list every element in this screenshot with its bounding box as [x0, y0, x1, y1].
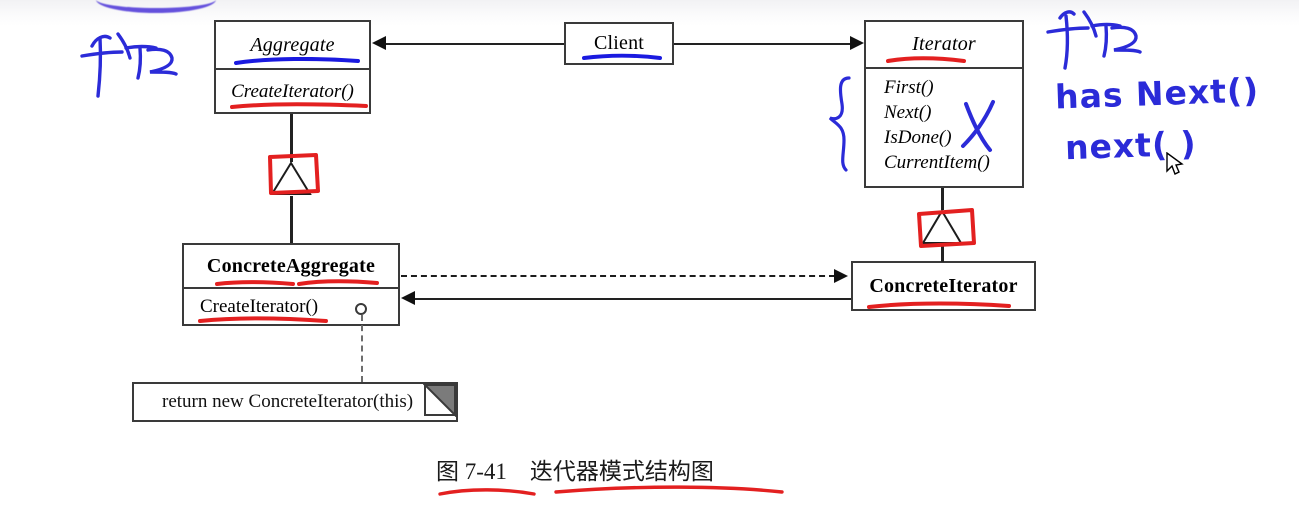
- class-header-concrete-iterator: ConcreteIterator: [853, 263, 1034, 309]
- class-box-iterator[interactable]: Iterator First() Next() IsDone() Current…: [864, 20, 1024, 188]
- class-header-aggregate: Aggregate: [216, 22, 369, 68]
- class-name-client: Client: [593, 32, 645, 54]
- note-text: return new ConcreteIterator(this): [162, 391, 414, 412]
- class-header-concrete-aggregate: ConcreteAggregate: [184, 245, 398, 287]
- operation-create-iterator-abstract: CreateIterator(): [231, 80, 354, 102]
- note-anchor-circle: [355, 303, 367, 315]
- class-name-aggregate: Aggregate: [250, 33, 335, 56]
- generalization-triangle-aggregate: [270, 161, 312, 195]
- blue-underline-aggregate: [234, 57, 360, 65]
- connector-client-aggregate: [386, 43, 564, 45]
- red-underline-iterator: [886, 56, 966, 63]
- connector-generalization-iterator-upper: [941, 188, 944, 210]
- connector-generalization-aggregate-upper: [290, 114, 293, 162]
- mouse-cursor: [1166, 152, 1184, 175]
- class-name-concrete-aggregate: ConcreteAggregate: [206, 254, 376, 277]
- operation-isdone: IsDone(): [884, 127, 952, 148]
- red-underline-concrete-aggregate: [215, 279, 379, 286]
- operation-first: First(): [884, 77, 934, 98]
- arrowhead-to-iterator: [850, 36, 864, 50]
- figure-caption: 图 7-41 迭代器模式结构图: [436, 459, 714, 484]
- red-underline-concrete-aggregate-op: [198, 316, 328, 323]
- class-ops-aggregate: CreateIterator(): [216, 68, 369, 112]
- arrowhead-association-back: [401, 291, 415, 305]
- class-name-concrete-iterator: ConcreteIterator: [869, 274, 1018, 297]
- connector-dependency-creates: [401, 275, 835, 277]
- connector-client-iterator: [674, 43, 851, 45]
- blue-underline-client: [582, 53, 662, 60]
- class-header-client: Client: [566, 24, 672, 63]
- note-anchor-line: [361, 315, 363, 382]
- generalization-triangle-iterator: [921, 209, 963, 244]
- class-box-concrete-aggregate[interactable]: ConcreteAggregate CreateIterator(): [182, 243, 400, 326]
- ink-top-arc: [96, 0, 216, 13]
- class-ops-iterator: First() Next() IsDone() CurrentItem(): [866, 67, 1022, 186]
- ink-left-cjk-scribble: [80, 32, 178, 98]
- ink-has-next-text: has Next(): [1054, 70, 1260, 117]
- class-ops-concrete-aggregate: CreateIterator(): [184, 287, 398, 324]
- arrowhead-dependency-creates: [834, 269, 848, 283]
- connector-generalization-iterator-lower: [941, 244, 944, 262]
- red-underline-concrete-iterator: [867, 301, 1011, 309]
- mark-curly-brace-iterator: [828, 76, 851, 172]
- class-box-client[interactable]: Client: [564, 22, 674, 65]
- operation-currentitem: CurrentItem(): [884, 152, 990, 173]
- operation-create-iterator-concrete: CreateIterator(): [200, 295, 319, 317]
- connector-generalization-aggregate-lower: [290, 196, 293, 243]
- class-header-iterator: Iterator: [866, 22, 1022, 67]
- red-underline-aggregate-op: [230, 102, 368, 109]
- arrowhead-to-aggregate: [372, 36, 386, 50]
- class-name-iterator: Iterator: [912, 33, 976, 55]
- note-fold-icon: [423, 384, 456, 417]
- class-box-aggregate[interactable]: Aggregate CreateIterator(): [214, 20, 371, 114]
- connector-association-back: [415, 298, 851, 300]
- class-box-concrete-iterator[interactable]: ConcreteIterator: [851, 261, 1036, 311]
- mark-caption-underlines: [438, 485, 784, 496]
- operation-next: Next(): [884, 102, 932, 123]
- note-box[interactable]: return new ConcreteIterator(this): [132, 382, 458, 422]
